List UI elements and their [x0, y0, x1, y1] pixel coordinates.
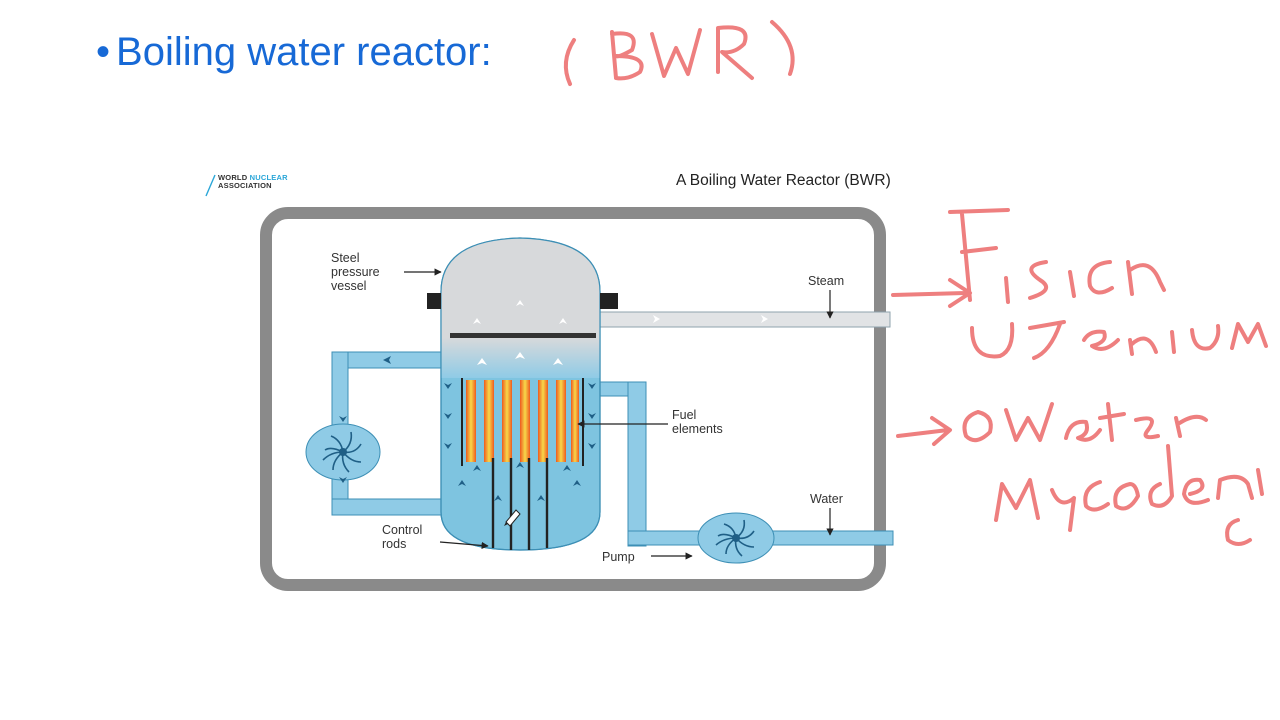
diagram-title: A Boiling Water Reactor (BWR) — [676, 172, 891, 189]
label-steel-pressure-vessel: Steel pressure vessel — [331, 251, 380, 293]
logo-word-nuclear: NUCLEAR — [249, 173, 288, 182]
slide-title: •Boiling water reactor: — [96, 30, 492, 75]
water-flow-arrows — [339, 356, 596, 501]
logo-word-association: ASSOCIATION — [218, 181, 272, 190]
steam-flow-arrows — [473, 300, 768, 365]
label-pointers — [404, 268, 834, 560]
logo-slash-icon — [205, 174, 216, 197]
label-control-rods: Control rods — [382, 523, 423, 551]
world-nuclear-association-logo: WORLD NUCLEAR ASSOCIATION — [204, 172, 314, 198]
label-water: Water — [810, 492, 843, 506]
bullet: • — [96, 30, 111, 74]
slide-title-text: Boiling water reactor: — [116, 30, 492, 74]
label-steam: Steam — [808, 274, 845, 288]
label-pump: Pump — [602, 550, 635, 564]
logo-word-world: WORLD — [218, 173, 250, 182]
label-fuel-elements: Fuel elements — [672, 408, 723, 436]
feedwater-pump — [697, 512, 775, 564]
control-rods — [491, 458, 549, 550]
steam-pipe — [599, 311, 891, 328]
recirculation-pump — [305, 423, 381, 481]
pen-cursor-icon — [504, 509, 521, 527]
